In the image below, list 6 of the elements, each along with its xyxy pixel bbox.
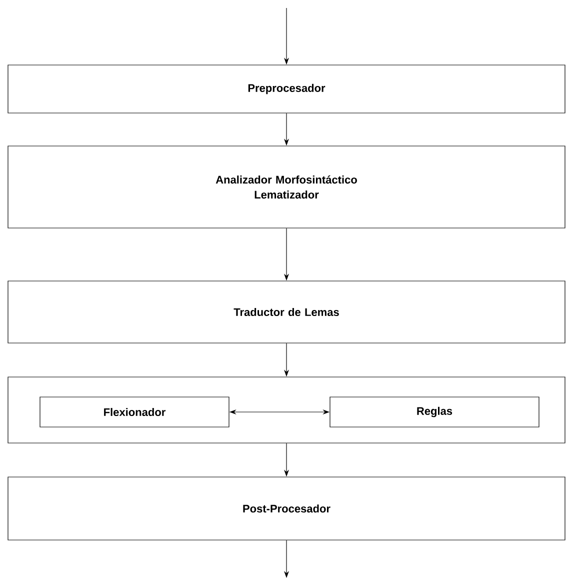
process-box: Traductor de Lemas (8, 280, 566, 344)
process-box: Post-Procesador (8, 476, 566, 540)
process-box: Reglas (330, 396, 540, 428)
process-box: Analizador Morfosintáctico Lematizador (8, 146, 566, 228)
process-box: Preprocesador (8, 64, 566, 114)
process-box: Flexionador (40, 396, 230, 428)
